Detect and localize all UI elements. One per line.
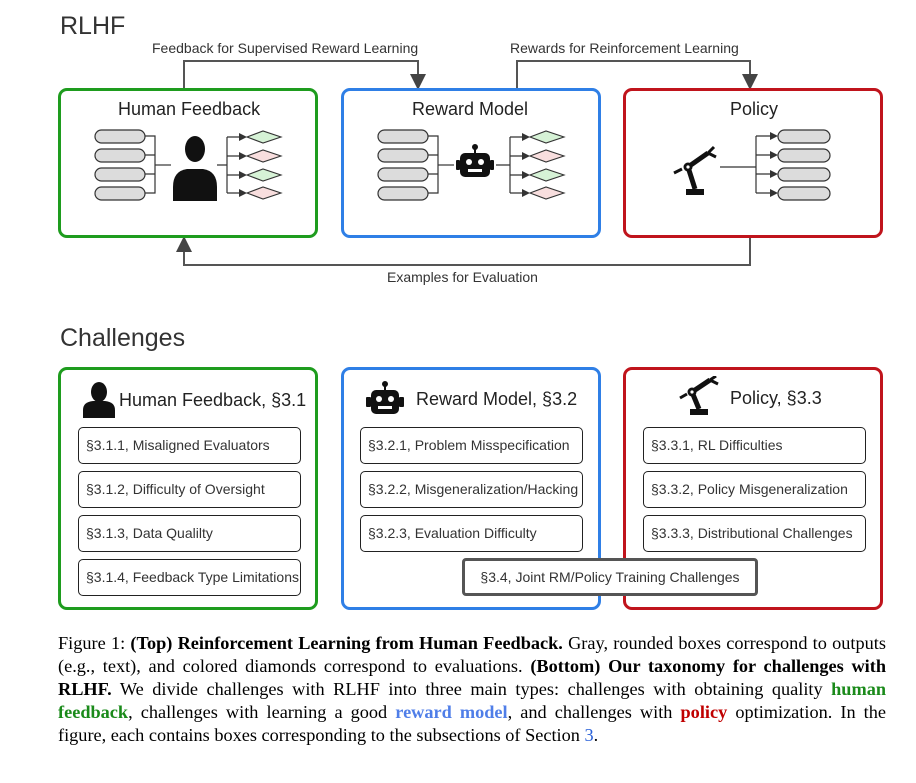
figure-caption: Figure 1: (Top) Reinforcement Learning f… xyxy=(58,632,886,747)
person-icon xyxy=(83,382,115,418)
term-reward-model: reward model xyxy=(395,702,508,722)
robot-icon xyxy=(366,381,404,414)
challenge-panel-human-feedback: Human Feedback, §3.1 §3.1.1, Misaligned … xyxy=(58,367,318,610)
section-ref-link[interactable]: 3 xyxy=(584,725,594,745)
subsection-3-1-3: §3.1.3, Data Qualilty xyxy=(78,515,301,552)
feedback-arrow xyxy=(183,60,426,90)
subsection-3-2-2: §3.2.2, Misgeneralization/Hacking xyxy=(360,471,583,508)
panel-title-reward-model: Reward Model xyxy=(412,99,529,119)
human-feedback-diagram xyxy=(94,129,283,201)
subsection-3-3-2: §3.3.2, Policy Misgeneralization xyxy=(643,471,866,508)
caption-bottom-label: (Bottom) Our taxonomy for challenges wit… xyxy=(58,656,887,699)
subsection-3-4-joint: §3.4, Joint RM/Policy Training Challenge… xyxy=(462,558,758,596)
examples-arrow-label: Examples for Evaluation xyxy=(387,269,538,285)
caption-text-4: optimization. In the figure, each contai… xyxy=(58,702,886,745)
subsection-3-2-3: §3.2.3, Evaluation Difficulty xyxy=(360,515,583,552)
panel-policy: Policy xyxy=(623,88,883,238)
term-human-feedback: human feedback xyxy=(58,679,887,722)
subsection-3-3-1: §3.3.1, RL Difficulties xyxy=(643,427,866,464)
subsection-3-1-2: §3.1.2, Difficulty of Oversight xyxy=(78,471,301,508)
caption-text-3: , and challenges with xyxy=(507,702,673,722)
term-policy: policy xyxy=(680,702,728,722)
challenge-title-human-feedback: Human Feedback, §3.1 xyxy=(119,390,307,410)
rlhf-title: RLHF xyxy=(60,12,126,40)
caption-top-label: (Top) Reinforcement Learning from Human … xyxy=(130,633,563,653)
person-icon xyxy=(173,136,217,201)
feedback-arrow-label: Feedback for Supervised Reward Learning xyxy=(152,40,419,56)
examples-arrow xyxy=(176,236,751,266)
subsection-3-1-1: §3.1.1, Misaligned Evaluators xyxy=(78,427,301,464)
robot-icon xyxy=(456,144,494,177)
panel-human-feedback: Human Feedback xyxy=(58,88,318,238)
reward-model-diagram xyxy=(377,129,566,201)
subsection-3-2-1: §3.2.1, Problem Misspecification xyxy=(360,427,583,464)
challenge-panel-policy: Policy, §3.3 §3.3.1, RL Difficulties §3.… xyxy=(623,367,883,610)
policy-diagram xyxy=(673,129,831,201)
rewards-arrow xyxy=(516,60,758,90)
rewards-arrow-label: Rewards for Reinforcement Learning xyxy=(510,40,739,56)
challenges-title: Challenges xyxy=(60,324,186,352)
robot-arm-icon xyxy=(673,145,717,195)
flow-arrows xyxy=(176,60,758,266)
caption-end: . xyxy=(593,725,599,745)
challenge-title-reward-model: Reward Model, §3.2 xyxy=(416,389,578,409)
robot-arm-icon xyxy=(679,376,719,415)
subsection-3-3-3: §3.3.3, Distributional Challenges xyxy=(643,515,866,552)
challenge-title-policy: Policy, §3.3 xyxy=(730,388,822,408)
caption-text-1: We divide challenges with RLHF into thre… xyxy=(119,679,823,699)
panel-reward-model: Reward Model xyxy=(341,88,601,238)
challenge-panel-reward-model: Reward Model, §3.2 §3.2.1, Problem Missp… xyxy=(341,367,601,610)
caption-text-2: , challenges with learning a good xyxy=(128,702,388,722)
subsection-3-1-4: §3.1.4, Feedback Type Limitations xyxy=(78,559,301,596)
panel-title-human-feedback: Human Feedback xyxy=(118,99,261,119)
panel-title-policy: Policy xyxy=(730,99,779,119)
figure-label: Figure 1: xyxy=(58,633,126,653)
caption-top-text: Gray, rounded boxes correspond to output… xyxy=(58,633,886,676)
